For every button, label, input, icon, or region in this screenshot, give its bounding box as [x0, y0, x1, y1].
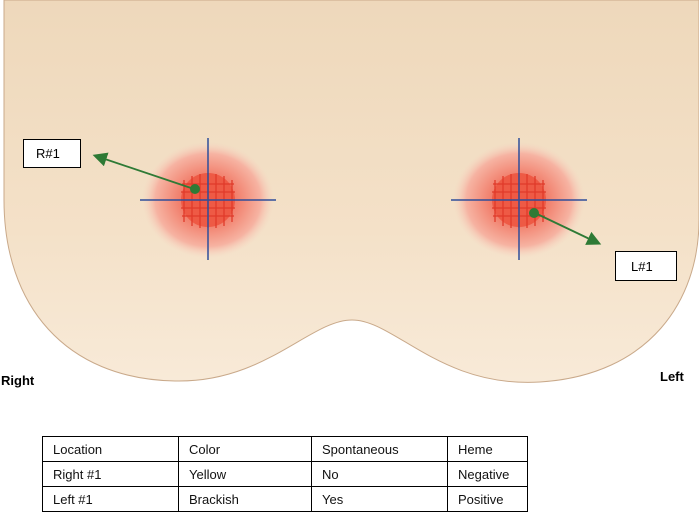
table-cell: Yes — [311, 486, 448, 512]
side-label-right: Right — [1, 373, 35, 388]
table-cell: Negative — [447, 461, 528, 487]
table-cell: Left #1 — [42, 486, 179, 512]
table-cell: Brackish — [178, 486, 312, 512]
callout-left: L#1 — [615, 251, 677, 281]
table-row: Right #1 Yellow No Negative — [42, 461, 528, 487]
table-header-cell: Location — [42, 436, 179, 462]
left-crosshair — [451, 138, 587, 260]
table-header-cell: Heme — [447, 436, 528, 462]
discharge-table: Location Color Spontaneous Heme Right #1… — [42, 436, 528, 512]
right-discharge-dot — [190, 184, 200, 194]
table-cell: Positive — [447, 486, 528, 512]
table-header-cell: Spontaneous — [311, 436, 448, 462]
right-crosshair — [140, 138, 276, 260]
left-pointer-arrow — [534, 212, 602, 245]
right-pointer-arrow — [92, 152, 195, 190]
table-row: Left #1 Brackish Yes Positive — [42, 486, 528, 512]
breast-silhouette — [3, 0, 699, 383]
table-cell: Right #1 — [42, 461, 179, 487]
left-discharge-dot — [529, 208, 539, 218]
table-cell: Yellow — [178, 461, 312, 487]
table-header-row: Location Color Spontaneous Heme — [42, 436, 528, 462]
callout-right: R#1 — [23, 139, 81, 168]
side-label-left: Left — [660, 369, 684, 384]
table-cell: No — [311, 461, 448, 487]
table-header-cell: Color — [178, 436, 312, 462]
